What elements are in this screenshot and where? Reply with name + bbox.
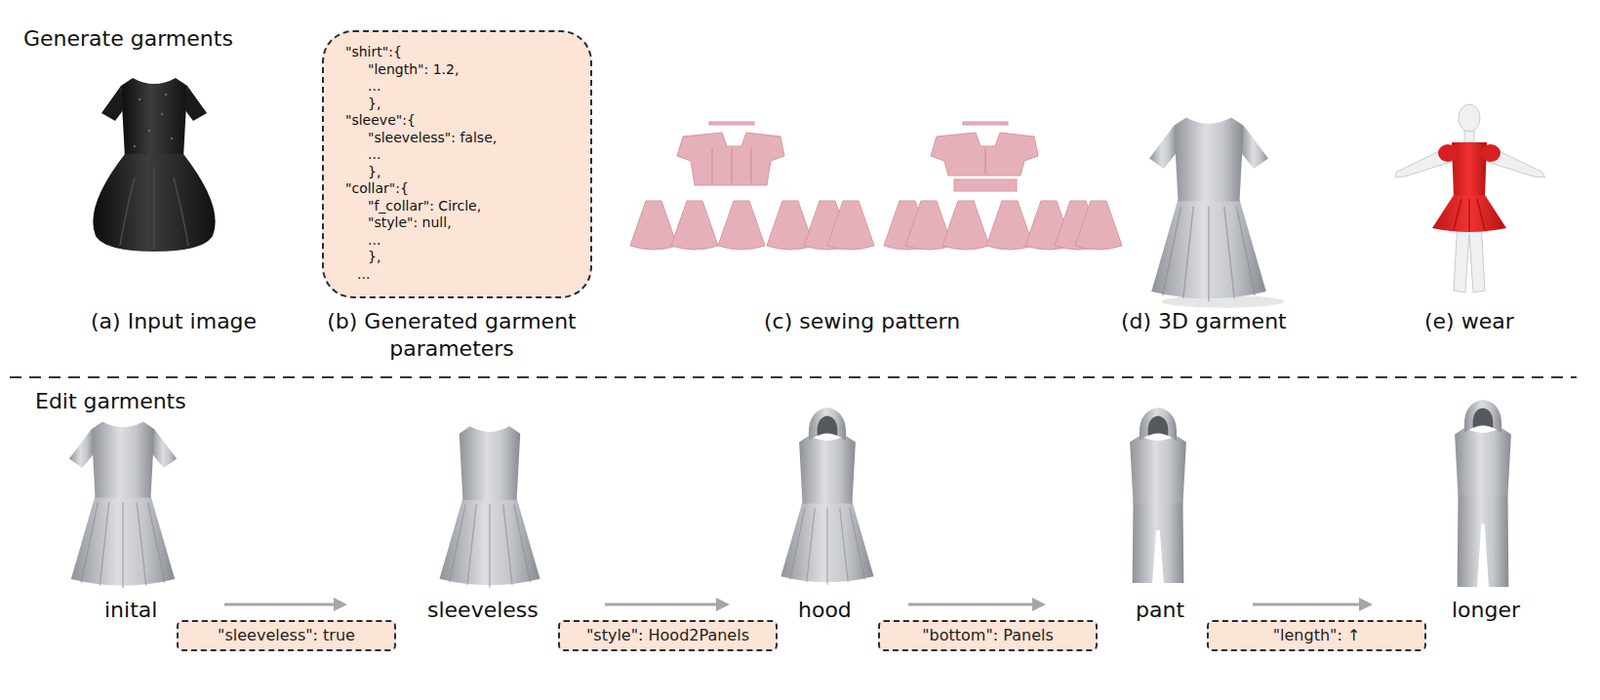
edit-parameter-text: "style": Hood2Panels xyxy=(586,626,750,646)
figure-caption: (c) sewing pattern xyxy=(763,308,960,336)
garment-3d xyxy=(1149,117,1285,308)
edit-parameter-box: "bottom": Panels xyxy=(878,620,1098,652)
separator-line xyxy=(9,376,1577,379)
garment-label: sleeveless xyxy=(427,597,539,625)
code-line: ... xyxy=(323,78,577,96)
edit-parameter-text: "sleeveless": true xyxy=(217,626,356,646)
edit-parameter-text: "bottom": Panels xyxy=(921,626,1054,646)
code-line: ... xyxy=(323,232,577,250)
code-line: "sleeve":{ xyxy=(323,112,577,130)
edit-parameter-text: "length": ↑ xyxy=(1273,626,1361,646)
mannequin-wear xyxy=(1395,104,1546,293)
code-line: "shirt":{ xyxy=(323,43,577,62)
garment-longer xyxy=(1454,400,1512,588)
edit-parameter-box: "sleeveless": true xyxy=(176,620,397,652)
garment-label: pant xyxy=(1135,597,1185,625)
garment-hood xyxy=(780,407,874,586)
code-line: }, xyxy=(323,163,577,182)
code-line: ... xyxy=(323,146,577,164)
edit-parameter-box: "style": Hood2Panels xyxy=(558,620,778,652)
sewing-pattern xyxy=(630,121,1122,250)
garment-initial xyxy=(69,422,177,590)
code-line: }, xyxy=(323,95,577,114)
code-line: "length": 1.2, xyxy=(323,61,577,80)
figure-caption: (a) Input image xyxy=(90,308,257,336)
figure-caption: (e) wear xyxy=(1424,308,1515,336)
edit-parameter-box: "length": ↑ xyxy=(1206,620,1427,652)
code-line: ... xyxy=(323,266,577,284)
figure-caption: (d) 3D garment xyxy=(1120,308,1287,336)
garment-label: inital xyxy=(104,597,158,625)
input-dress-image xyxy=(92,78,215,252)
garment-sleeveless xyxy=(439,426,540,589)
parameter-code-box: "shirt":{"length": 1.2,...},"sleeve":{"s… xyxy=(321,30,593,299)
garment-pant xyxy=(1129,407,1187,584)
section-heading: Generate garments xyxy=(23,25,234,53)
section-heading: Edit garments xyxy=(35,388,187,416)
code-line: "style": null, xyxy=(323,214,577,233)
code-line: }, xyxy=(323,248,577,267)
code-line: "collar":{ xyxy=(323,180,577,199)
figure-caption: (b) Generated garment parameters xyxy=(323,308,580,363)
garment-label: longer xyxy=(1451,597,1520,625)
garment-label: hood xyxy=(798,597,852,625)
code-line: "f_collar": Circle, xyxy=(323,198,577,216)
code-line: "sleeveless": false, xyxy=(323,129,577,148)
